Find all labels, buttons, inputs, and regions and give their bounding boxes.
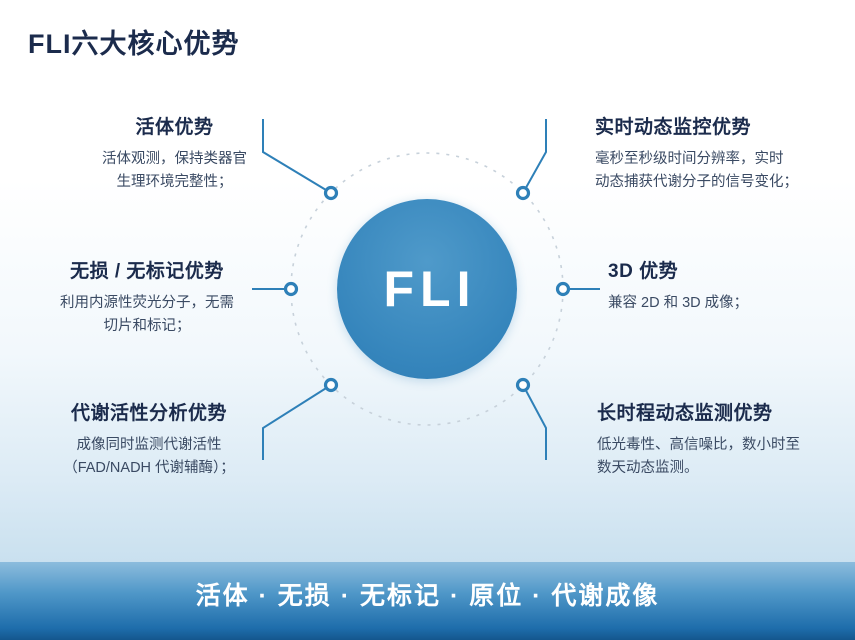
connector-bottom-right [522, 384, 547, 460]
advantage-title: 长时程动态监测优势 [597, 403, 773, 424]
description-line: （FAD/NADH 代谢辅酶）； [63, 460, 235, 476]
description-line: 数天动态监测。 [597, 460, 699, 476]
description-line: 活体观测，保持类器官 [102, 151, 247, 167]
advantage-title: 活体优势 [135, 117, 214, 138]
advantage-3d: 3D 优势 兼容 2D 和 3D 成像； [608, 256, 828, 315]
connector-top-right [522, 119, 547, 194]
advantage-metabolic-analysis: 代谢活性分析优势 成像同时监测代谢活性 （FAD/NADH 代谢辅酶）； [38, 398, 260, 480]
advantage-realtime-monitoring: 实时动态监控优势 毫秒至秒级时间分辨率，实时 动态捕获代谢分子的信号变化； [595, 112, 835, 194]
page-title: FLI六大核心优势 [28, 29, 240, 59]
connector-bottom-left [262, 384, 332, 460]
node-mid-left-icon [283, 281, 299, 297]
node-top-right-icon [515, 185, 531, 201]
node-bottom-left-icon [323, 377, 339, 393]
advantage-title: 无损 / 无标记优势 [70, 261, 224, 282]
description-line: 动态捕获代谢分子的信号变化； [595, 174, 798, 190]
banner-text: 活体 · 无损 · 无标记 · 原位 · 代谢成像 [195, 582, 660, 610]
description-line: 切片和标记； [103, 318, 191, 334]
advantage-description: 活体观测，保持类器官 生理环境完整性； [82, 148, 267, 194]
bottom-banner: 活体 · 无损 · 无标记 · 原位 · 代谢成像 [0, 562, 855, 640]
node-top-left-icon [323, 185, 339, 201]
description-line: 毫秒至秒级时间分辨率，实时 [595, 151, 784, 167]
description-line: 兼容 2D 和 3D 成像； [608, 295, 749, 311]
advantage-live-imaging: 活体优势 活体观测，保持类器官 生理环境完整性； [82, 112, 267, 194]
fli-label: FLI [383, 261, 477, 317]
advantage-description: 毫秒至秒级时间分辨率，实时 动态捕获代谢分子的信号变化； [595, 148, 835, 194]
advantage-title: 3D 优势 [608, 261, 679, 282]
description-line: 生理环境完整性； [116, 174, 233, 190]
connector-top-left [262, 119, 332, 194]
description-line: 成像同时监测代谢活性 [76, 437, 222, 453]
advantage-title: 代谢活性分析优势 [70, 403, 227, 424]
advantage-long-term-monitoring: 长时程动态监测优势 低光毒性、高信噪比，数小时至 数天动态监测。 [597, 398, 837, 480]
fli-center-circle: FLI [337, 199, 517, 379]
node-mid-right-icon [555, 281, 571, 297]
advantage-description: 成像同时监测代谢活性 （FAD/NADH 代谢辅酶）； [38, 434, 260, 480]
description-line: 低光毒性、高信噪比，数小时至 [597, 437, 800, 453]
advantage-description: 低光毒性、高信噪比，数小时至 数天动态监测。 [597, 434, 837, 480]
advantage-label-free: 无损 / 无标记优势 利用内源性荧光分子，无需 切片和标记； [38, 256, 256, 338]
advantage-title: 实时动态监控优势 [595, 117, 752, 138]
node-bottom-right-icon [515, 377, 531, 393]
advantage-description: 兼容 2D 和 3D 成像； [608, 292, 828, 315]
description-line: 利用内源性荧光分子，无需 [60, 295, 234, 311]
advantage-description: 利用内源性荧光分子，无需 切片和标记； [38, 292, 256, 338]
